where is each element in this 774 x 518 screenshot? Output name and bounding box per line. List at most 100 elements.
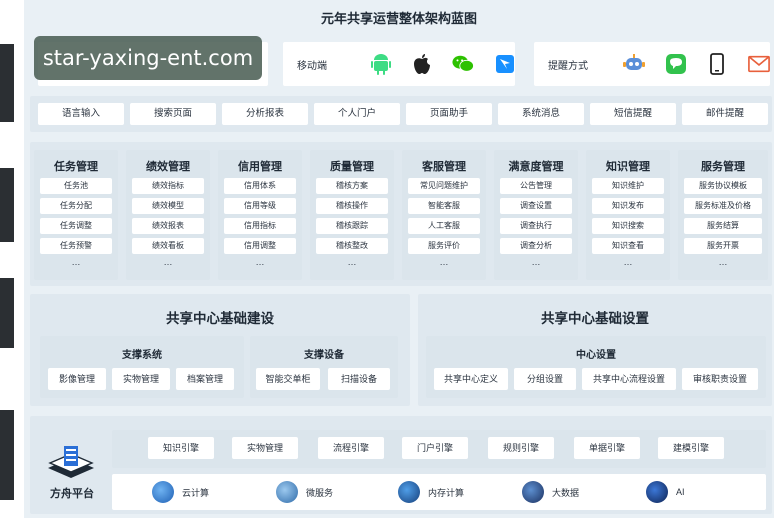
module-item[interactable]: 服务标准及价格 xyxy=(684,198,762,214)
android-icon xyxy=(370,53,391,75)
engine-item[interactable]: 单据引擎 xyxy=(574,437,640,459)
module-item[interactable]: 知识发布 xyxy=(592,198,664,214)
module-item[interactable]: 稽核跟踪 xyxy=(316,218,388,234)
module-item[interactable]: 信用指标 xyxy=(224,218,296,234)
module-more: … xyxy=(163,257,173,267)
watermark: star-yaxing-ent.com xyxy=(34,36,262,80)
mobile-label: 移动端 xyxy=(297,60,327,72)
engine-item[interactable]: 门户引擎 xyxy=(402,437,468,459)
tech-item: 内存计算 xyxy=(398,481,464,503)
module-title: 知识管理 xyxy=(606,161,650,173)
module-item[interactable]: 服务协议模板 xyxy=(684,178,762,194)
module-item[interactable]: 信用等级 xyxy=(224,198,296,214)
engine-item[interactable]: 规则引擎 xyxy=(488,437,554,459)
module-item[interactable]: 调查分析 xyxy=(500,238,572,254)
center-setting-item[interactable]: 共享中心流程设置 xyxy=(582,368,676,390)
module-item[interactable]: 知识维护 xyxy=(592,178,664,194)
engine-item[interactable]: 建模引擎 xyxy=(658,437,724,459)
tech-item: 大数据 xyxy=(522,481,579,503)
module-item[interactable]: 稽核方案 xyxy=(316,178,388,194)
module-item[interactable]: 绩效模型 xyxy=(132,198,204,214)
support-system-item[interactable]: 档案管理 xyxy=(176,368,234,390)
access-item[interactable]: 分析报表 xyxy=(222,103,308,125)
mail-icon xyxy=(748,53,770,75)
module-title: 任务管理 xyxy=(54,161,98,173)
center-setting-item[interactable]: 分组设置 xyxy=(514,368,576,390)
module-item[interactable]: 知识搜索 xyxy=(592,218,664,234)
module-item[interactable]: 服务结算 xyxy=(684,218,762,234)
module-item[interactable]: 调查设置 xyxy=(500,198,572,214)
infra-setting-title: 共享中心基础设置 xyxy=(541,311,649,326)
mobile-panel: 移动端 xyxy=(283,42,515,86)
support-system-title: 支撑系统 xyxy=(122,350,162,361)
support-system-item[interactable]: 影像管理 xyxy=(48,368,106,390)
module-item[interactable]: 稽核操作 xyxy=(316,198,388,214)
support-device-item[interactable]: 智能交单柜 xyxy=(256,368,320,390)
module-credit[interactable]: 信用管理 信用体系 信用等级 信用指标 信用调整 … xyxy=(218,150,302,280)
module-item[interactable]: 绩效看板 xyxy=(132,238,204,254)
access-item[interactable]: 邮件提醒 xyxy=(682,103,768,125)
module-item[interactable]: 绩效指标 xyxy=(132,178,204,194)
module-item[interactable]: 人工客服 xyxy=(408,218,480,234)
server-icon xyxy=(46,444,96,480)
access-item[interactable]: 页面助手 xyxy=(406,103,492,125)
access-item[interactable]: 搜索页面 xyxy=(130,103,216,125)
module-knowledge[interactable]: 知识管理 知识维护 知识发布 知识搜索 知识查看 … xyxy=(586,150,670,280)
module-customer-service[interactable]: 客服管理 常见问题维护 智能客服 人工客服 服务评价 … xyxy=(402,150,486,280)
tech-label: 微服务 xyxy=(306,487,334,498)
module-item[interactable]: 信用体系 xyxy=(224,178,296,194)
module-task[interactable]: 任务管理 任务池 任务分配 任务调整 任务预警 … xyxy=(34,150,118,280)
center-setting-title: 中心设置 xyxy=(576,350,616,361)
tech-item: 微服务 xyxy=(276,481,333,503)
remind-label: 提醒方式 xyxy=(548,60,588,72)
module-item[interactable]: 绩效报表 xyxy=(132,218,204,234)
support-system-item[interactable]: 实物管理 xyxy=(112,368,170,390)
module-item[interactable]: 任务调整 xyxy=(40,218,112,234)
module-more: … xyxy=(347,257,357,267)
module-item[interactable]: 稽核整改 xyxy=(316,238,388,254)
tech-label: 大数据 xyxy=(552,487,580,498)
cloud-icon xyxy=(152,481,174,503)
module-item[interactable]: 任务预警 xyxy=(40,238,112,254)
access-item[interactable]: 语言输入 xyxy=(38,103,124,125)
engine-item[interactable]: 流程引擎 xyxy=(318,437,384,459)
center-setting-item[interactable]: 审核职责设置 xyxy=(682,368,758,390)
access-item[interactable]: 系统消息 xyxy=(498,103,584,125)
module-item[interactable]: 任务分配 xyxy=(40,198,112,214)
apple-icon xyxy=(411,53,432,75)
access-item[interactable]: 短信提醒 xyxy=(590,103,676,125)
module-more: … xyxy=(71,257,81,267)
engine-item[interactable]: 知识引擎 xyxy=(148,437,214,459)
module-item[interactable]: 智能客服 xyxy=(408,198,480,214)
module-title: 满意度管理 xyxy=(508,161,564,173)
module-item[interactable]: 常见问题维护 xyxy=(408,178,480,194)
module-item[interactable]: 调查执行 xyxy=(500,218,572,234)
tech-label: 内存计算 xyxy=(428,487,465,498)
tech-label: AI xyxy=(676,487,685,497)
engine-item[interactable]: 实物管理 xyxy=(232,437,298,459)
module-quality[interactable]: 质量管理 稽核方案 稽核操作 稽核跟踪 稽核整改 … xyxy=(310,150,394,280)
robot-icon xyxy=(622,53,645,75)
module-item[interactable]: 服务开票 xyxy=(684,238,762,254)
access-item[interactable]: 个人门户 xyxy=(314,103,400,125)
module-performance[interactable]: 绩效管理 绩效指标 绩效模型 绩效报表 绩效看板 … xyxy=(126,150,210,280)
module-title: 质量管理 xyxy=(330,161,374,173)
memory-icon xyxy=(398,481,420,503)
tech-item: 云计算 xyxy=(152,481,209,503)
page-title: 元年共享运营整体架构蓝图 xyxy=(320,11,477,26)
module-title: 客服管理 xyxy=(422,161,466,173)
module-item[interactable]: 任务池 xyxy=(40,178,112,194)
module-more: … xyxy=(531,257,541,267)
tech-item: AI xyxy=(646,481,685,503)
module-item[interactable]: 公告管理 xyxy=(500,178,572,194)
module-item[interactable]: 信用调整 xyxy=(224,238,296,254)
module-item[interactable]: 服务评价 xyxy=(408,238,480,254)
module-item[interactable]: 知识查看 xyxy=(592,238,664,254)
module-service[interactable]: 服务管理 服务协议模板 服务标准及价格 服务结算 服务开票 … xyxy=(678,150,768,280)
support-device-item[interactable]: 扫描设备 xyxy=(328,368,390,390)
center-setting-item[interactable]: 共享中心定义 xyxy=(434,368,508,390)
remind-panel: 提醒方式 xyxy=(534,42,770,86)
module-more: … xyxy=(439,257,449,267)
module-satisfaction[interactable]: 满意度管理 公告管理 调查设置 调查执行 调查分析 … xyxy=(494,150,578,280)
platform-label: 方舟平台 xyxy=(50,488,94,500)
